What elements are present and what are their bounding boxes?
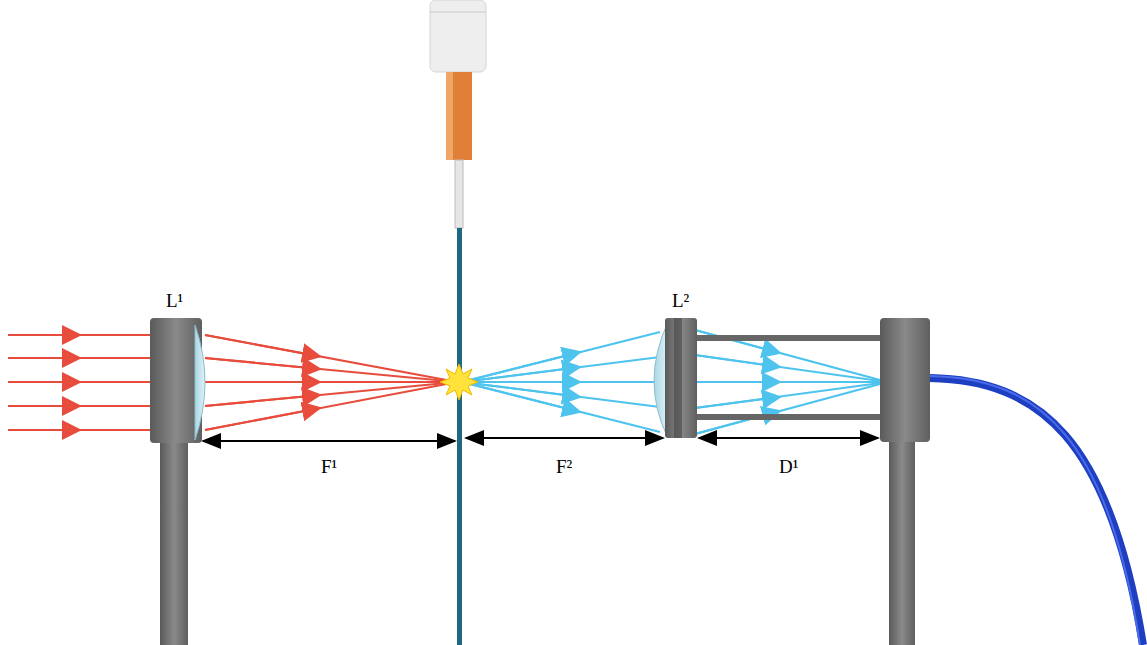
laser-rays [8,335,457,430]
fiber-highlight [930,376,1140,645]
cage-rod [697,414,882,420]
lens-mount [665,318,697,438]
tube [455,160,463,228]
cage-rod [697,335,882,341]
post [889,440,915,645]
optical-fiber [930,378,1143,645]
dimension-label: F² [556,457,572,476]
lens [195,325,205,440]
nozzle-highlight [446,72,453,160]
mount-shade [674,318,682,438]
lens-label: L² [672,291,689,310]
dimension-label: F¹ [321,457,337,476]
dimension-line [466,437,663,439]
groove [430,12,486,13]
nozzle [446,72,472,160]
dimension-line [203,440,455,442]
lens-label: L¹ [166,291,183,310]
fiber-mount [880,318,930,442]
dimension-line [699,437,878,439]
lens-mount [150,318,202,443]
focal-spark [440,364,478,400]
post [160,440,188,645]
fiber [457,228,462,645]
dimension-label: D¹ [779,457,798,476]
holder [430,0,486,72]
